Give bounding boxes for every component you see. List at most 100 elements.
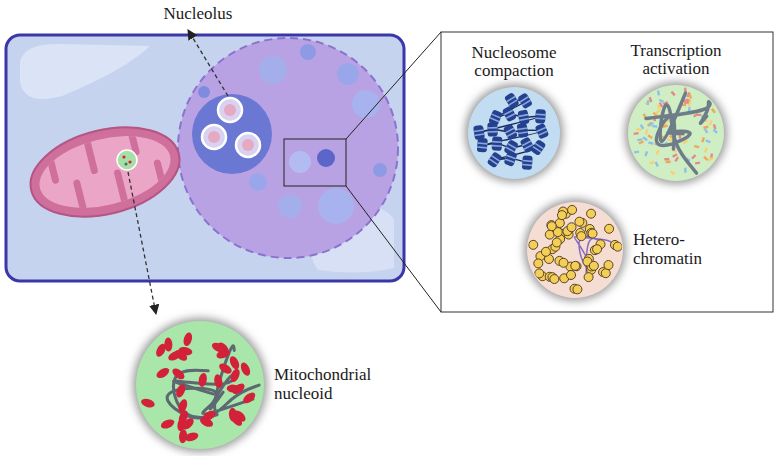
hp1-protein (584, 273, 593, 282)
matrix (32, 124, 178, 220)
dna-wrap (492, 141, 502, 143)
hp1-protein (573, 285, 582, 294)
chromatin-loop (660, 93, 696, 173)
factor (645, 129, 648, 134)
dna-wrap (522, 100, 531, 107)
compartment-label: Mitochondrial nucleoid (274, 366, 392, 403)
nuclear-body (278, 194, 302, 218)
compartment-label: Transcription activation (611, 42, 741, 79)
mtdna-loop (173, 346, 234, 418)
factor (667, 138, 672, 141)
dna-wrap (477, 142, 487, 144)
hp1-protein (552, 238, 561, 247)
factor (694, 145, 699, 148)
nuclear-body (318, 188, 354, 224)
tfam-protein (182, 331, 193, 347)
histone (535, 109, 546, 124)
hp1-protein (550, 275, 559, 284)
nuclear-body (249, 173, 267, 191)
factor (671, 91, 676, 96)
zoom-line (346, 32, 441, 139)
hp1-protein (557, 211, 566, 220)
tfam-protein (229, 412, 244, 428)
zoom-line (346, 186, 441, 312)
hp1-protein (587, 209, 596, 218)
dna-wrap (506, 155, 516, 160)
dna-wrap (522, 160, 532, 162)
nuclear-body (337, 63, 359, 85)
crista (77, 183, 86, 220)
dna-wrap (538, 131, 548, 136)
compartment-circle: Nucleosome compaction (468, 87, 560, 179)
compartment-circle: Transcription activation (628, 85, 724, 181)
glow (625, 82, 727, 184)
tfam-protein (229, 367, 242, 383)
factor (703, 126, 708, 129)
factor (657, 104, 661, 109)
factor (691, 154, 696, 159)
nucleolar-core (224, 104, 236, 116)
nuclear-body (198, 86, 210, 98)
dna-wrap (536, 113, 546, 115)
glow (524, 199, 626, 301)
dna-wrap (518, 131, 528, 134)
compartment (527, 202, 623, 298)
histone (487, 122, 497, 136)
factor (685, 99, 691, 103)
leader-arrow (128, 172, 156, 314)
factor (670, 171, 675, 176)
factor (644, 151, 648, 156)
leader-arrow (188, 30, 228, 96)
histone (477, 138, 488, 153)
dna-wrap (474, 133, 484, 136)
factor (705, 139, 711, 143)
contents (473, 92, 549, 170)
contents (529, 205, 622, 293)
histone (517, 109, 529, 125)
factor (713, 129, 718, 134)
tfam-protein (210, 341, 226, 355)
tfam-protein (184, 431, 200, 442)
factor (648, 141, 653, 144)
tfam-protein (160, 418, 176, 431)
dna-wrap (517, 127, 527, 130)
dna-wrap (489, 158, 498, 165)
factor (672, 153, 678, 158)
compartment-label: Nucleosome compaction (449, 44, 579, 81)
dna-wrap (532, 146, 541, 153)
nucleosome (504, 150, 518, 167)
chromatin-loop (646, 102, 710, 124)
compartment-circle: Hetero- chromatin (527, 202, 623, 298)
hp1-protein (568, 205, 577, 214)
factor (686, 98, 689, 103)
compartment-shape (468, 87, 560, 179)
factor (659, 99, 665, 103)
hp1-protein (605, 224, 614, 233)
nucleolar-body (236, 133, 260, 157)
factor (688, 93, 692, 99)
nuclear-body (373, 163, 387, 177)
compartment-shape (136, 321, 264, 449)
factor (642, 136, 647, 141)
factor (664, 158, 669, 160)
tfam-protein (230, 382, 246, 397)
tfam-protein (198, 372, 208, 387)
tfam-protein (170, 366, 186, 381)
dna-wrap (519, 118, 529, 121)
cell-membrane (6, 35, 404, 281)
tfam-protein (239, 361, 252, 377)
contents (140, 331, 259, 443)
factor (647, 134, 652, 139)
factor (633, 132, 638, 135)
nucleoid-dot (128, 160, 131, 163)
factor (657, 90, 660, 95)
nucleolar-core (242, 139, 254, 151)
histone (504, 150, 518, 167)
outer-membrane (21, 113, 189, 231)
nucleosome (504, 92, 520, 109)
nucleosome (477, 138, 488, 153)
tfam-protein (167, 349, 183, 362)
dna-wrap (536, 127, 546, 132)
factor (708, 157, 714, 161)
hp1-protein (575, 217, 584, 226)
